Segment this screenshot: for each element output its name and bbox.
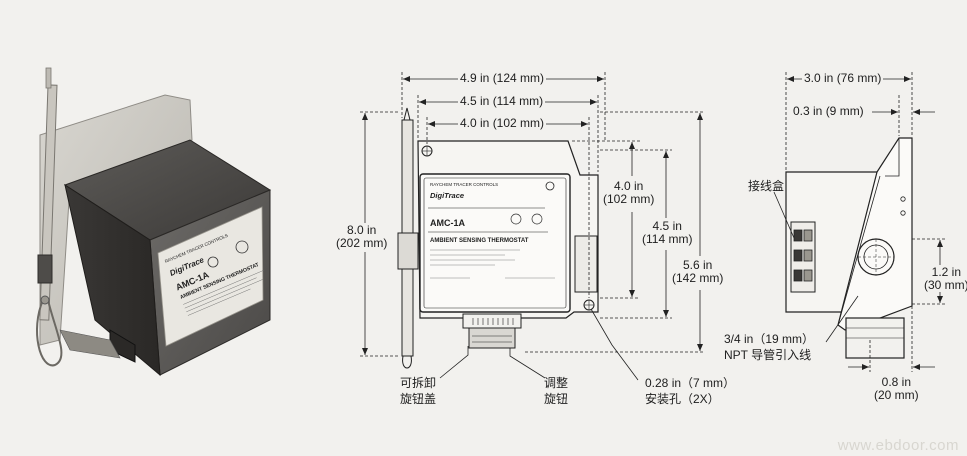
callout-knob-cover-line2: 旋钮盖 (400, 392, 437, 406)
front-label-brand: DigiTrace (430, 191, 464, 200)
dim-height-total: 5.6 in (142 mm) (670, 258, 726, 285)
dim-width-overall: 4.9 in (124 mm) (458, 71, 547, 85)
callout-hole-line1: 0.28 in（7 mm） (645, 376, 736, 390)
dim-depth: 3.0 in (76 mm) (802, 71, 884, 85)
callout-npt-line2: NPT 导管引入线 (724, 348, 812, 362)
front-dimension-lines (360, 72, 705, 381)
dim-conduit-height-line1: 1.2 in (931, 265, 962, 279)
side-mounting-plate (837, 137, 913, 331)
dim-conduit-height-line2: (30 mm) (924, 278, 967, 292)
dim-height-box: 4.0 in (102 mm) (601, 179, 657, 206)
dim-height-mid: 4.5 in (114 mm) (640, 219, 695, 246)
callout-adjust-knob: 调整 旋钮 (544, 375, 568, 407)
front-adjust-knob (468, 327, 516, 349)
callout-terminal-box: 接线盒 (748, 179, 785, 193)
callout-npt-line1: 3/4 in（19 mm） (724, 332, 815, 346)
callout-knob-cover: 可拆卸 旋钮盖 (400, 375, 436, 407)
dim-width-mid: 4.5 in (114 mm) (458, 94, 546, 108)
callout-hole-line2: 安装孔（2X） (645, 392, 720, 406)
dim-conduit-depth-line1: 0.8 in (881, 375, 912, 389)
callout-knob-cover-line1: 可拆卸 (400, 376, 437, 390)
dim-conduit-height: 1.2 in (30 mm) (922, 266, 967, 292)
front-label-maker: RAYCHEM TRACER CONTROLS (430, 182, 498, 187)
dim-height-overall: 8.0 in (202 mm) (334, 223, 390, 250)
dim-height-total-line2: (142 mm) (672, 271, 724, 285)
front-knob-cover (462, 313, 522, 329)
front-label-product: AMBIENT SENSING THERMOSTAT (430, 238, 529, 244)
dim-conduit-depth-line2: (20 mm) (874, 388, 919, 402)
capillary-loop (36, 299, 63, 367)
callout-adjust-line1: 调整 (544, 376, 569, 390)
csa-mark-photo (235, 240, 249, 254)
watermark: www.ebdoor.com (837, 437, 959, 454)
dim-height-mid-line2: (114 mm) (642, 232, 693, 246)
product-photo: RAYCHEM TRACER CONTROLS DigiTrace AMC-1A… (36, 67, 272, 377)
enclosure-side (64, 183, 161, 377)
dim-height-box-line1: 4.0 in (613, 179, 644, 193)
callout-mount-hole: 0.28 in（7 mm） 安装孔（2X） (645, 375, 735, 407)
callout-adjust-line2: 旋钮 (544, 392, 569, 406)
dim-height-mid-line1: 4.5 in (652, 219, 682, 233)
side-view-drawing (785, 137, 913, 359)
dim-height-total-line1: 5.6 in (682, 258, 713, 272)
front-label-model: AMC-1A (430, 218, 465, 228)
ul-mark-photo (207, 256, 219, 268)
front-label (157, 206, 264, 347)
callout-npt-entry: 3/4 in（19 mm） NPT 导管引入线 (724, 331, 814, 363)
dim-flange: 0.3 in (9 mm) (791, 104, 866, 118)
front-view-drawing (397, 107, 599, 369)
dim-height-overall-line2: (202 mm) (336, 236, 388, 250)
dim-width-inner: 4.0 in (102 mm) (458, 116, 547, 130)
dim-height-box-line2: (102 mm) (603, 192, 655, 206)
dim-height-overall-line1: 8.0 in (346, 223, 377, 237)
front-label-text: RAYCHEM TRACER CONTROLS DigiTrace AMC-1A… (430, 182, 555, 279)
dim-conduit-depth: 0.8 in (20 mm) (872, 376, 921, 402)
front-enclosure (419, 173, 571, 313)
